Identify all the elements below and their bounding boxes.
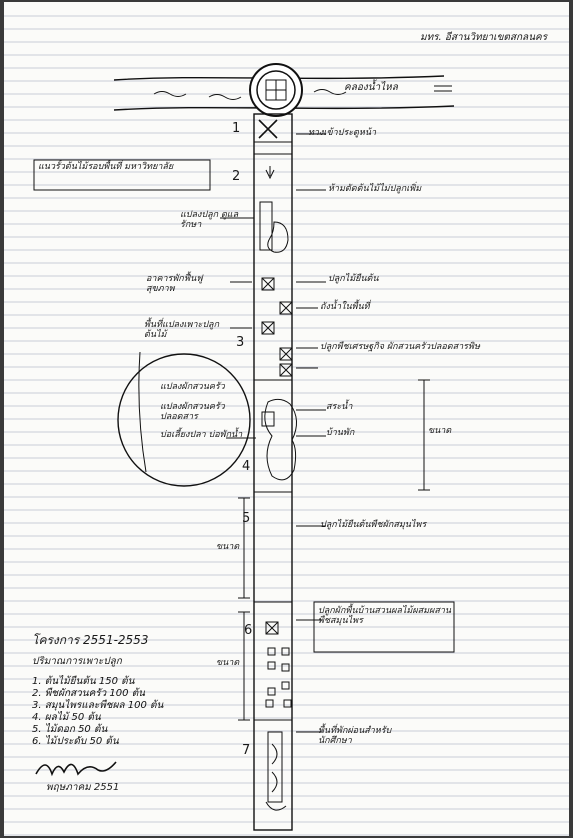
dimension-label-2: ขนาด [216,542,240,552]
dimension-label-1: ขนาด [428,426,452,436]
note-entrance: ทางเข้าประตูหน้า [308,128,377,138]
university-seal-icon [249,63,303,117]
note-circle: บ่อเลี้ยงปลา บ่อพักน้ำ [160,430,243,440]
section-number-2: 2 [232,169,241,184]
note-box-b: แปลงผักสวนครัวปลอดสาร [160,402,225,423]
note-plots: ปลูกไม้ยืนต้น [328,274,379,284]
project-item: 2. พืชผักสวนครัว 100 ต้น [32,688,146,699]
notebook-page: มทร. อีสานวิทยาเขตสกลนคร คลองน้ำไหล 1 2 … [4,2,569,836]
note-left-title: แนวรั้วต้นไม้รอบพื้นที่ มหาวิทยาลัย [38,162,174,172]
note-plot6: ปลูกผักพื้นบ้านสวนผลไม้ผสมผสานพืชสมุนไพร [318,606,452,627]
river-label: คลองน้ำไหล [344,82,398,93]
dimension-label-3: ขนาด [216,658,240,668]
signature-date: พฤษภาคม 2551 [46,782,120,793]
sketch-drawing [4,15,569,836]
section-number-3: 3 [236,335,245,350]
project-title: โครงการ 2551-2553 [32,633,149,647]
project-item: 3. สมุนไพรและพืชผล 100 ต้น [32,700,164,711]
note-lake: สระน้ำ [326,402,353,412]
header-title: มทร. อีสานวิทยาเขตสกลนคร [420,32,548,43]
note-cabin: บ้านพัก [326,428,355,438]
project-item: 6. ไม้ประดับ 50 ต้น [32,736,119,747]
note-bottom: พื้นที่พักผ่อนสำหรับ นักศึกษา [318,726,392,747]
signature-image [35,761,117,777]
note-left-mid: พื้นที่แปลงเพาะปลูก ต้นไม้ [144,320,220,341]
note-plant-rows: ปลูกพืชเศรษฐกิจ ผักสวนครัวปลอดสารพิษ [320,342,480,352]
note-no-tree: ห้ามตัดต้นไม้ไม่ปลูกเพิ่ม [328,184,422,194]
note-mid-building: อาคารพักฟื้นฟูสุขภาพ [146,274,203,295]
project-item: 1. ต้นไม้ยืนต้น 150 ต้น [32,676,135,687]
note-near-lake: แปลงปลูก ดูแลรักษา [180,210,239,231]
section-number-6: 6 [244,623,253,638]
section-number-7: 7 [242,743,251,758]
section-number-1: 1 [232,121,241,136]
project-item: 5. ไม้ดอก 50 ต้น [32,724,108,735]
note-big-plots: ปลูกไม้ยืนต้นพืชผักสมุนไพร [320,520,427,530]
note-box-a: แปลงผักสวนครัว [160,382,225,392]
note-water-tank: ถังน้ำในพื้นที่ [320,302,370,312]
project-subtitle: ปริมาณการเพาะปลูก [32,656,122,667]
project-item: 4. ผลไม้ 50 ต้น [32,712,101,723]
section-number-4: 4 [242,459,251,474]
section-number-5: 5 [242,511,251,526]
